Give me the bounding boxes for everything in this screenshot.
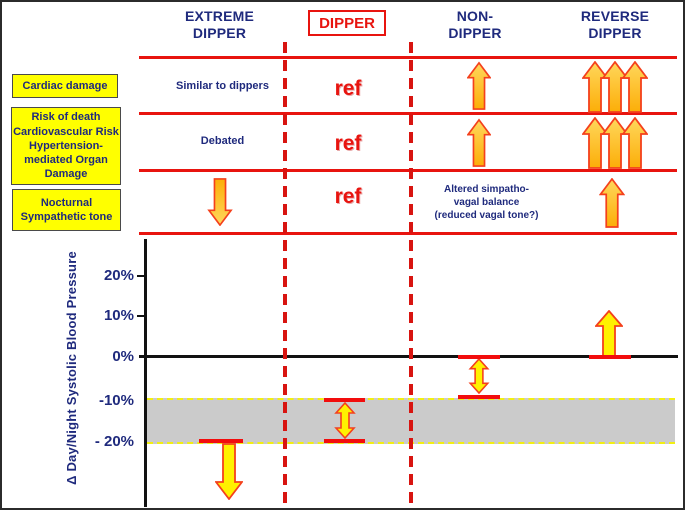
cell-risk-extreme-dipper: Debated <box>200 135 245 147</box>
non-dipper-cap-line <box>458 355 500 359</box>
extreme-dipper-cap-line <box>199 439 243 443</box>
cell-nocturnal-dipper-ref: ref <box>334 185 362 208</box>
y-tick-label-0: 0% <box>112 348 134 365</box>
up-arrow-icon <box>622 61 648 113</box>
y-axis-tick <box>137 275 144 277</box>
column-header-extreme-dipper: EXTREME DIPPER <box>184 8 255 41</box>
reverse-dipper-cap-line <box>589 355 631 359</box>
dipper-label: DIPPER <box>319 14 375 32</box>
non-dipper-cap-line <box>458 395 500 399</box>
triple-up-arrows-icon <box>582 61 648 113</box>
cell-risk-dipper-ref: ref <box>334 132 362 155</box>
column-separator-dashed-line <box>283 42 287 507</box>
row-divider-line <box>139 56 677 59</box>
column-header-reverse-dipper: REVERSE DIPPER <box>580 8 650 41</box>
down-arrow-icon <box>207 178 233 226</box>
zero-percent-line <box>139 355 678 358</box>
cell-cardiac-dipper-ref: ref <box>334 77 362 100</box>
row-label-nocturnal-sympathetic-tone: Nocturnal Sympathetic tone <box>12 189 121 231</box>
up-arrow-icon <box>622 117 648 169</box>
triple-up-arrows-icon <box>582 117 648 169</box>
cell-cardiac-extreme-dipper: Similar to dippers <box>176 80 269 92</box>
up-arrow-icon <box>599 178 625 228</box>
non-dipper-double-arrow-icon <box>468 358 490 394</box>
dipper-cap-line <box>324 439 365 443</box>
row-divider-line <box>139 112 677 115</box>
row-label-risk-of-death: Risk of death Cardiovascular Risk Hypert… <box>11 107 121 185</box>
reverse-dipper-up-arrow-icon <box>595 310 623 357</box>
y-tick-label-20: 20% <box>103 267 134 284</box>
y-axis-tick <box>137 315 144 317</box>
up-arrow-icon <box>467 61 491 110</box>
cell-nocturnal-non-dipper-note: Altered simpatho- vagal balance (reduced… <box>434 184 539 221</box>
row-divider-line <box>139 232 677 235</box>
extreme-dipper-down-arrow-icon <box>215 443 243 500</box>
row-divider-line <box>139 169 677 172</box>
y-axis-line <box>144 239 147 507</box>
dipper-double-arrow-icon <box>334 402 356 439</box>
row-label-cardiac-damage: Cardiac damage <box>12 74 118 98</box>
column-separator-dashed-line <box>409 42 413 507</box>
dipper-cap-line <box>324 398 365 402</box>
column-header-dipper: DIPPER <box>308 10 386 36</box>
y-tick-label-neg20: - 20% <box>94 433 134 450</box>
up-arrow-icon <box>467 118 491 167</box>
column-header-non-dipper: NON- DIPPER <box>448 8 502 41</box>
y-tick-label-10: 10% <box>103 307 134 324</box>
y-tick-label-neg10: -10% <box>98 392 134 409</box>
